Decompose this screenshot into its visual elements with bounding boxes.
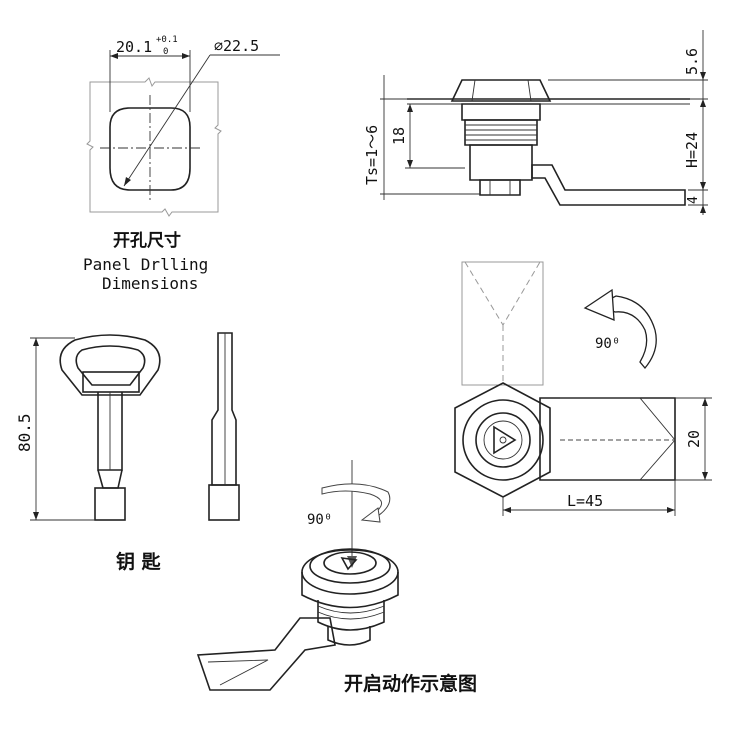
drilling-diameter-dim: ∅22.5 bbox=[214, 37, 259, 55]
drilling-tolerance-upper: +0.1 bbox=[156, 35, 178, 45]
key-label: 钥 匙 bbox=[116, 550, 162, 573]
side-view: Ts=1～6 18 5.6 H=24 4 bbox=[363, 30, 708, 215]
operation-rotation-label: 90⁰ bbox=[307, 512, 332, 528]
front-width-dim: 20 bbox=[685, 430, 703, 448]
operation-label: 开启动作示意图 bbox=[344, 672, 477, 695]
drilling-tolerance-lower: 0 bbox=[163, 47, 168, 57]
front-rotation-label: 90⁰ bbox=[595, 336, 620, 352]
key-drawing: 80.5 bbox=[15, 332, 240, 521]
drilling-title-cn: 开孔尺寸 bbox=[113, 230, 181, 251]
side-dim-4: 4 bbox=[686, 196, 701, 204]
panel-drilling-view: 20.1 +0.1 0 ∅22.5 bbox=[86, 35, 280, 217]
side-dim-18: 18 bbox=[390, 127, 408, 145]
key-length-dim: 80.5 bbox=[15, 413, 34, 452]
front-view: 90⁰ 20 L=45 bbox=[454, 261, 712, 516]
operation-illustration: 90⁰ bbox=[196, 460, 399, 691]
front-length-dim: L=45 bbox=[567, 492, 603, 510]
drilling-title-en-2: Dimensions bbox=[102, 274, 198, 293]
drilling-title-en-1: Panel Drlling bbox=[83, 255, 208, 274]
drilling-width-dim: 20.1 bbox=[116, 38, 152, 56]
side-dim-h: H=24 bbox=[683, 132, 701, 168]
side-dim-top: 5.6 bbox=[683, 48, 701, 75]
side-dim-ts: Ts=1～6 bbox=[363, 125, 381, 185]
